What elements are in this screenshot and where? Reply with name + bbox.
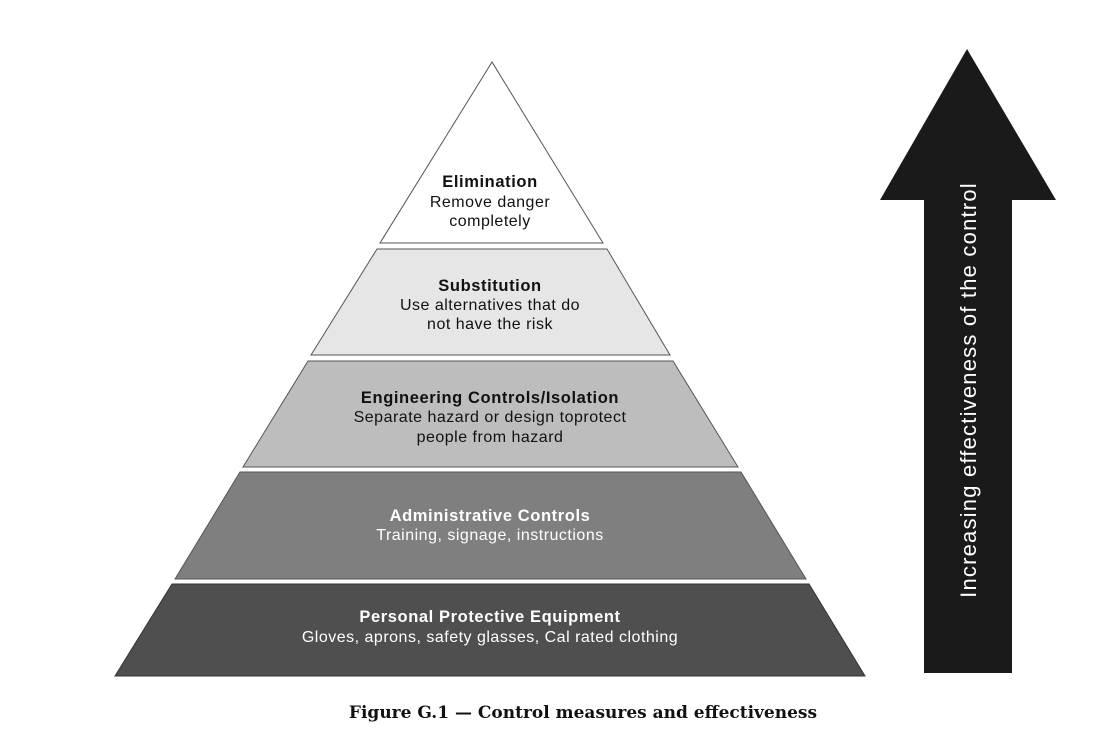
level-title-ppe: Personal Protective Equipment (359, 608, 620, 626)
pyramid-level-elimination: Elimination Remove danger completely (379, 61, 604, 244)
arrow-up-icon (880, 49, 1056, 673)
effectiveness-arrow: Increasing effectiveness of the control (880, 49, 1056, 673)
pyramid-level-engineering: Engineering Controls/Isolation Separate … (242, 360, 739, 468)
level-shape-engineering (242, 360, 739, 468)
figure-caption: Figure G.1 — Control measures and effect… (348, 703, 818, 723)
level-shape-administrative (174, 471, 807, 580)
level-desc-engineering-line2: people from hazard (417, 429, 564, 446)
level-title-elimination: Elimination (442, 173, 538, 191)
level-desc-engineering-line1: Separate hazard or design toprotect (354, 409, 627, 426)
level-title-engineering: Engineering Controls/Isolation (361, 389, 619, 407)
level-shape-ppe (114, 583, 866, 677)
level-desc-substitution-line1: Use alternatives that do (400, 297, 580, 314)
level-desc-elimination-line2: completely (449, 213, 530, 230)
pyramid-level-ppe: Personal Protective Equipment Gloves, ap… (114, 583, 866, 677)
level-shape-elimination (379, 61, 604, 244)
level-desc-elimination-line1: Remove danger (430, 194, 551, 211)
level-desc-ppe-line1: Gloves, aprons, safety glasses, Cal rate… (302, 629, 678, 646)
level-desc-substitution-line2: not have the risk (427, 316, 553, 333)
level-shape-substitution (310, 248, 671, 356)
level-title-substitution: Substitution (438, 277, 541, 295)
pyramid-level-substitution: Substitution Use alternatives that do no… (310, 248, 671, 356)
pyramid-level-administrative: Administrative Controls Training, signag… (174, 471, 807, 580)
level-title-administrative: Administrative Controls (390, 507, 591, 525)
arrow-label: Increasing effectiveness of the control (956, 182, 981, 598)
level-desc-administrative-line1: Training, signage, instructions (376, 527, 603, 544)
